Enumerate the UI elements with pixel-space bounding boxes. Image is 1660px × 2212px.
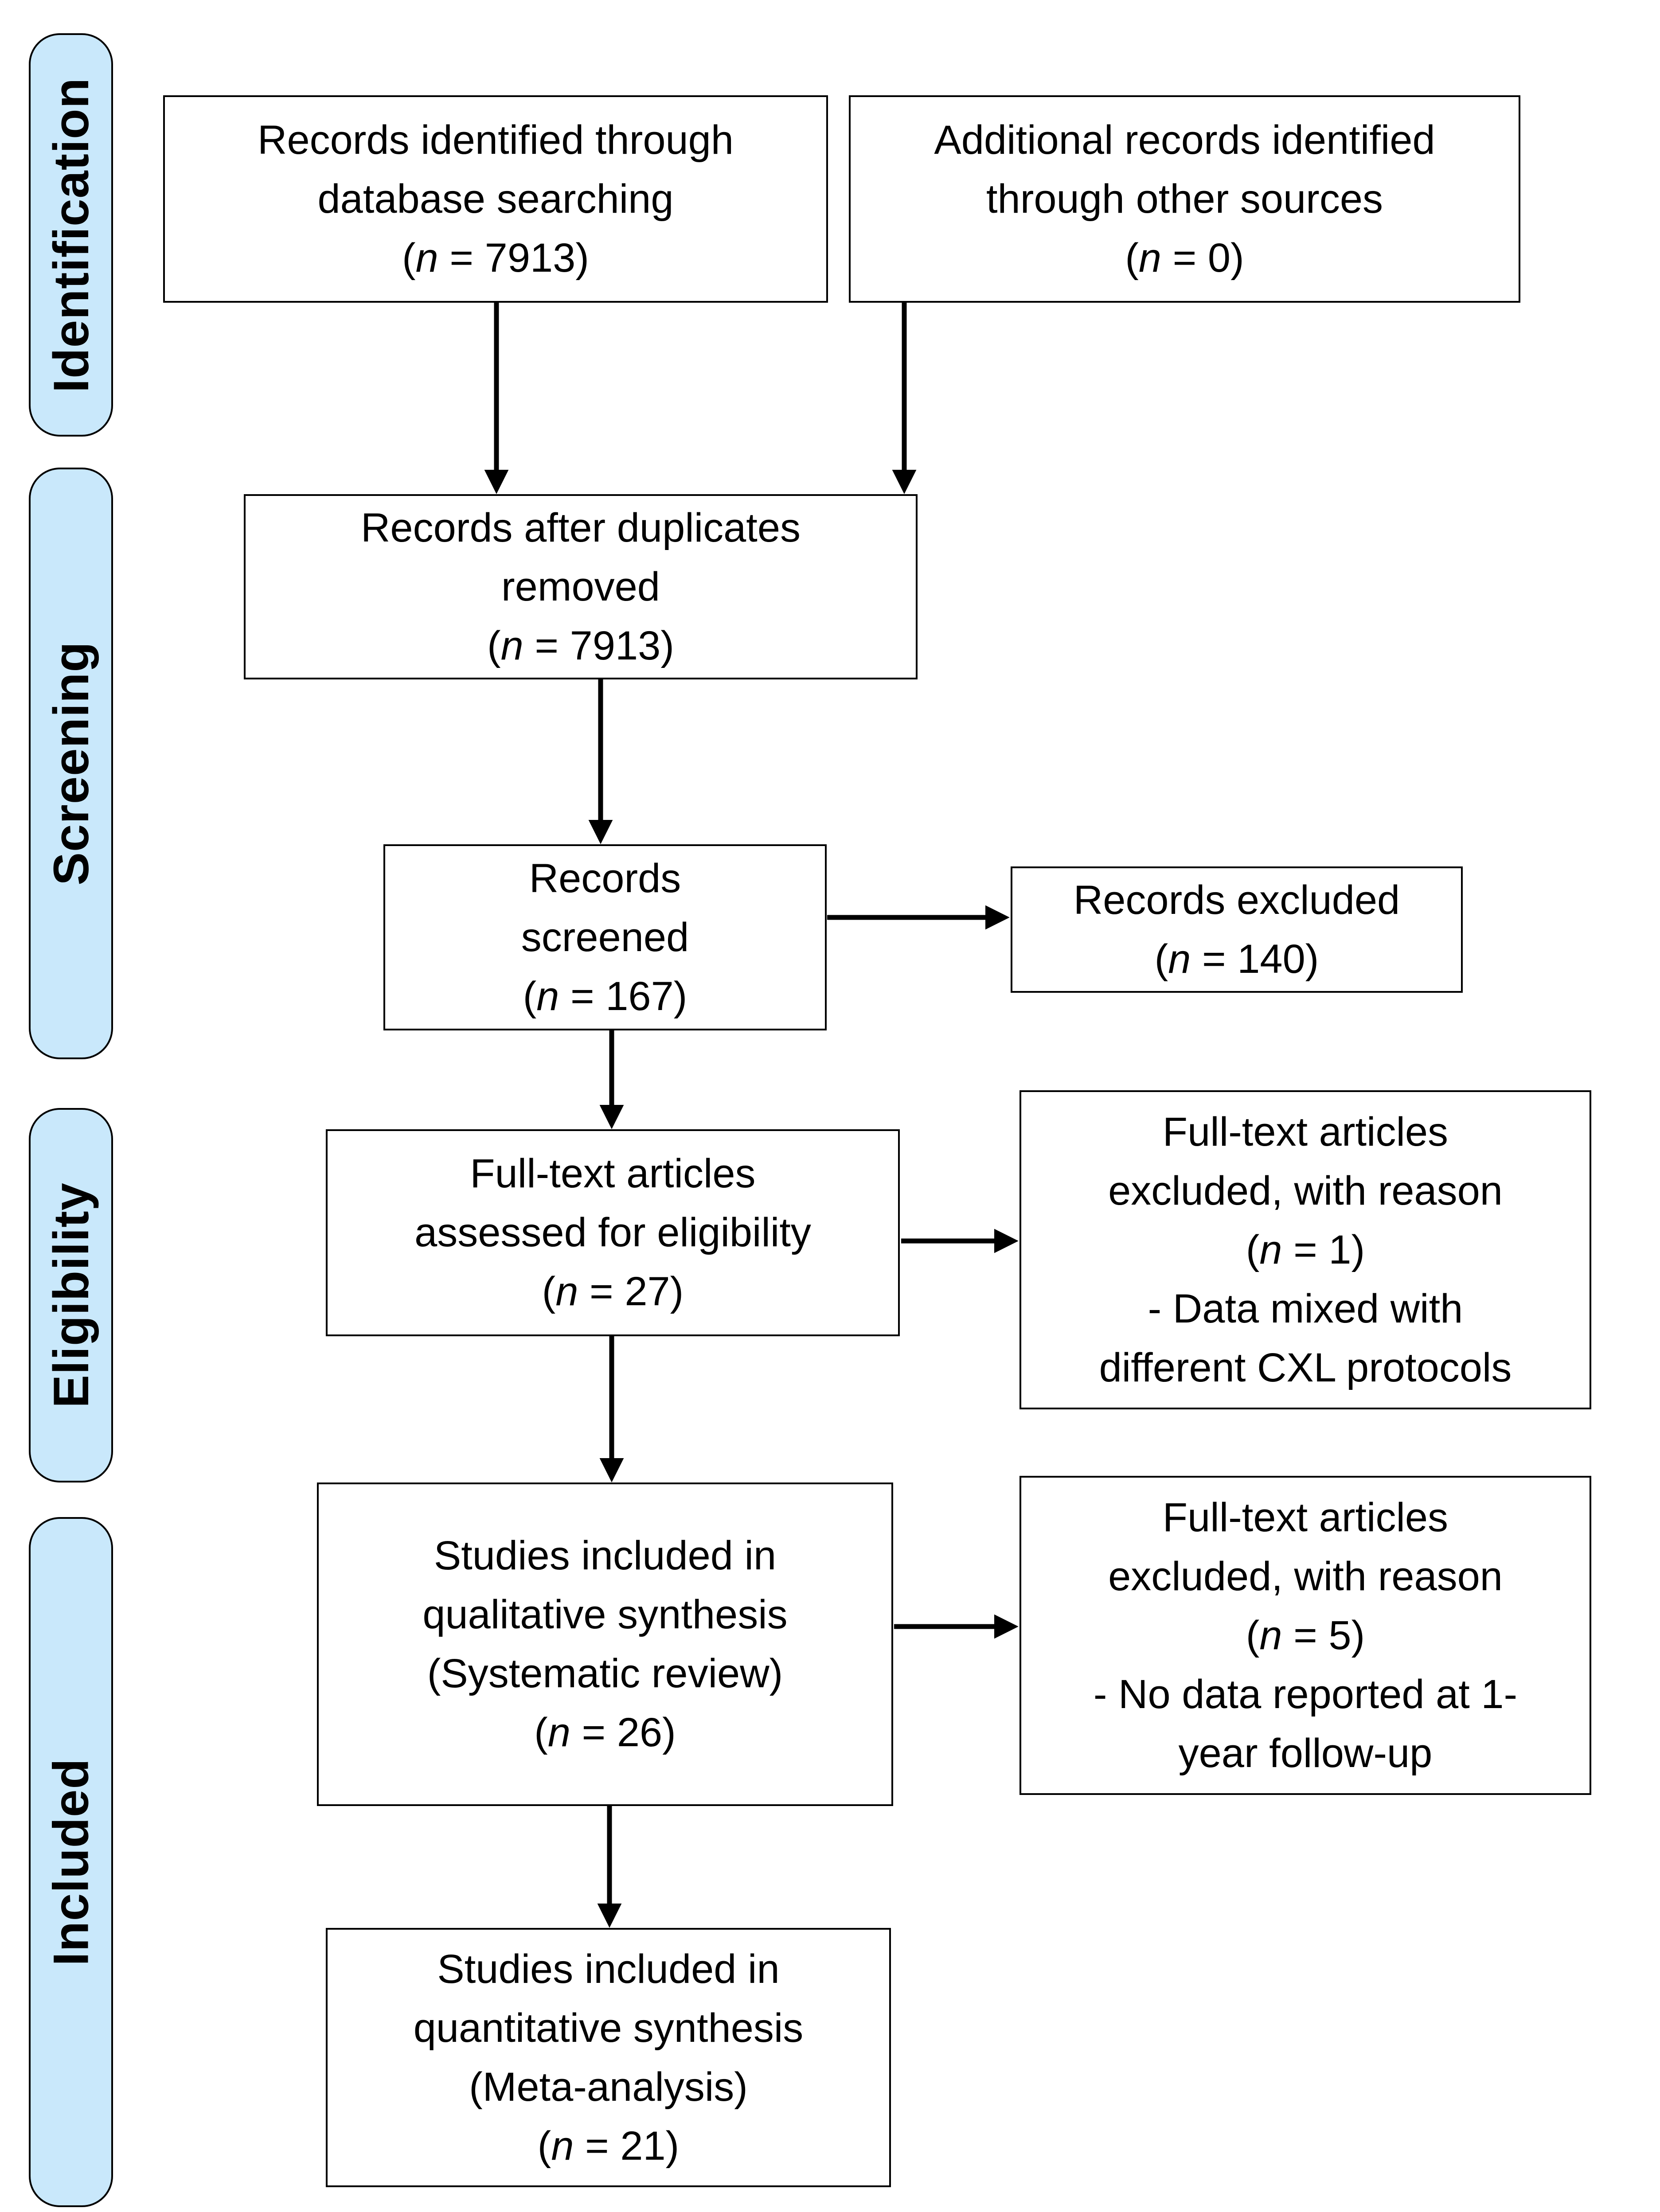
- stage-label-screening: Screening: [43, 641, 99, 886]
- box-records-excluded-text: Records excluded(n = 140): [1073, 877, 1400, 982]
- stage-label-identification: Identification: [43, 77, 99, 393]
- stage-bar-identification: Identification: [29, 33, 113, 437]
- stage-label-eligibility: Eligibility: [43, 1182, 99, 1408]
- stage-label-included: Included: [43, 1758, 99, 1966]
- stage-bar-included: Included: [29, 1517, 113, 2207]
- stage-bar-screening: Screening: [29, 468, 113, 1059]
- box-records-excluded: Records excluded(n = 140): [1011, 866, 1463, 993]
- stage-bar-eligibility: Eligibility: [29, 1108, 113, 1482]
